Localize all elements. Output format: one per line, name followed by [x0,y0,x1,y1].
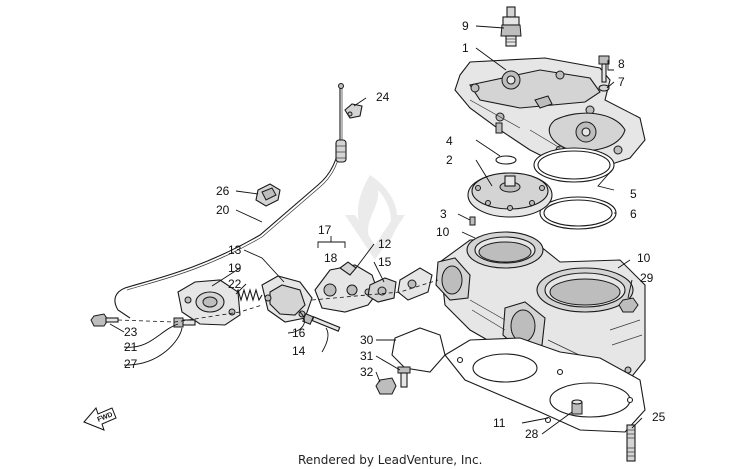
callout-26[interactable]: 26 [216,184,230,198]
block-nut[interactable] [618,297,639,313]
callout-25[interactable]: 25 [652,410,666,424]
head-gasket-ring-lower[interactable] [539,196,617,230]
assembly-axis-line [117,279,439,323]
cable-clamp[interactable] [255,183,281,207]
callout-31[interactable]: 31 [360,349,374,363]
callout-16[interactable]: 16 [292,326,306,340]
callout-17[interactable]: 17 [318,223,332,237]
callout-1[interactable]: 1 [462,41,469,55]
washer[interactable] [598,84,610,92]
o-ring[interactable] [495,155,517,165]
dowel-pin[interactable] [469,216,476,226]
cable-clip[interactable] [344,103,363,119]
callout-32[interactable]: 32 [360,365,374,379]
head-bolt[interactable] [598,55,610,83]
callout-7[interactable]: 7 [618,75,625,89]
valve-spring-seat[interactable] [367,277,397,303]
callout-8[interactable]: 8 [618,57,625,71]
watermark-logo [345,175,405,260]
callout-13[interactable]: 13 [228,243,242,257]
exhaust-valve-blade[interactable] [397,267,433,301]
valve-gasket[interactable] [391,327,446,373]
base-dowel[interactable] [571,399,583,415]
callout-19[interactable]: 19 [228,261,242,275]
callout-6[interactable]: 6 [630,207,637,221]
valve-cable[interactable] [114,83,347,319]
callout-30[interactable]: 30 [360,333,374,347]
callout-18[interactable]: 18 [324,251,338,265]
leader-lines [109,25,643,435]
head-gasket-ring[interactable] [533,147,615,183]
spark-plug[interactable] [500,6,522,47]
valve-spring[interactable] [234,288,263,302]
cylinder-stud[interactable] [626,424,636,462]
housing-bolt[interactable] [173,317,196,328]
callout-14[interactable]: 14 [292,344,306,358]
callout-4[interactable]: 4 [446,134,453,148]
callout-28[interactable]: 28 [525,427,539,441]
callout-21[interactable]: 21 [124,340,138,354]
callout-10-right[interactable]: 10 [637,251,651,265]
valve-nut[interactable] [375,377,397,395]
callout-24[interactable]: 24 [376,90,390,104]
callout-22[interactable]: 22 [228,277,242,291]
callout-11[interactable]: 11 [493,416,506,430]
forward-arrow-icon: FWD [83,407,117,431]
callout-5[interactable]: 5 [630,187,637,201]
callout-9[interactable]: 9 [462,19,469,33]
callout-2[interactable]: 2 [446,153,453,167]
callout-12[interactable]: 12 [378,237,392,251]
exhaust-valve-body[interactable] [314,261,379,313]
valve-housing[interactable] [177,279,241,326]
combustion-dome[interactable] [467,172,553,218]
valve-cover-plate[interactable] [261,275,313,323]
callout-27[interactable]: 27 [124,357,138,371]
valve-bolt[interactable] [397,366,411,388]
callout-20[interactable]: 20 [216,203,230,217]
callout-labels: 9 1 8 7 4 2 5 6 3 10 10 29 11 28 25 30 3… [124,19,666,441]
base-gasket[interactable] [444,337,646,433]
callout-15[interactable]: 15 [378,255,392,269]
render-credit: Rendered by LeadVenture, Inc. [298,453,482,467]
callout-23[interactable]: 23 [124,325,138,339]
cylinder-block[interactable] [435,231,646,391]
callout-3[interactable]: 3 [440,207,447,221]
valve-long-bolt[interactable] [302,313,341,332]
callout-10-left[interactable]: 10 [436,225,450,239]
cylinder-head[interactable] [454,57,646,169]
cable-bolt[interactable] [90,313,119,327]
callout-29[interactable]: 29 [640,271,654,285]
